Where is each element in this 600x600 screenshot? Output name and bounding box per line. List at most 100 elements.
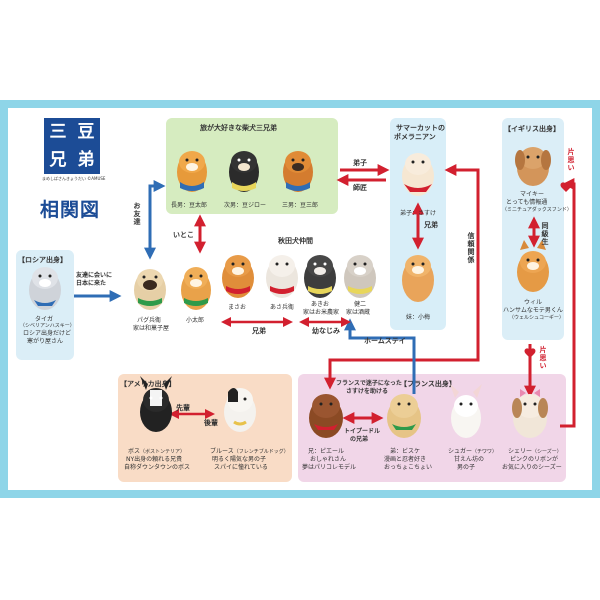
heart-icon bbox=[560, 182, 572, 192]
russia-title: 【ロシア出身】 bbox=[18, 256, 67, 264]
dog-koume bbox=[402, 255, 434, 302]
heart-icon bbox=[524, 348, 536, 358]
arrow-homestay bbox=[344, 318, 416, 394]
rel-deshi: 弟子 bbox=[353, 159, 367, 167]
label-bisque: 弟：ビスケ bbox=[390, 448, 421, 455]
label-will: ウィル bbox=[524, 299, 543, 306]
dog-saburo bbox=[283, 151, 313, 192]
note-bisque-2: おっちょこちょい bbox=[384, 464, 433, 471]
logo-char: 弟 bbox=[77, 150, 95, 170]
label-jiro: 次男：豆ジロー bbox=[224, 202, 267, 209]
label-taiga: タイガ bbox=[35, 316, 54, 323]
dog-pug bbox=[134, 269, 166, 310]
logo-char: 豆 bbox=[77, 122, 95, 142]
boss-breed: （ボストンテリア） bbox=[140, 449, 186, 455]
dog-bisque bbox=[387, 394, 421, 438]
label-mametaro: 長男：豆太郎 bbox=[171, 202, 208, 209]
label-mikey: マイキー bbox=[520, 191, 545, 198]
rel-itoko: いとこ bbox=[173, 231, 194, 239]
diagram-title: 相関図 bbox=[40, 199, 101, 221]
bruce-name: ブルース bbox=[210, 448, 234, 455]
rel-kohai: 後輩 bbox=[204, 419, 218, 427]
rel-kataomoi-1: 片思い bbox=[567, 148, 575, 172]
shirley-name: シェリー bbox=[508, 448, 533, 455]
sugar-breed: （チワワ） bbox=[472, 449, 498, 455]
dog-sasuke bbox=[402, 153, 434, 196]
note-sugar-2: 男の子 bbox=[457, 464, 476, 471]
note-mikey-1: とっても情報通 bbox=[506, 199, 548, 206]
note-boss-1: NY出身の頼れる兄貴 bbox=[126, 456, 183, 463]
note-taiga-3: 寒がり屋さん bbox=[27, 338, 64, 345]
note-will-1: ハンサムなモテ男くん bbox=[503, 307, 563, 314]
rel-shisho: 師匠 bbox=[353, 184, 367, 192]
rel-poms-siblings: 兄弟 bbox=[424, 221, 438, 229]
uk-title: 【イギリス出身】 bbox=[504, 125, 560, 133]
arrow-kataomoi-1 bbox=[560, 178, 576, 428]
dog-kenji bbox=[344, 255, 376, 298]
rel-kataomoi-2: 片思い bbox=[539, 346, 547, 370]
note-pierre-1: おしゃれさん bbox=[310, 456, 347, 463]
shirley-breed: （シーズー） bbox=[532, 449, 562, 455]
dog-asahyoe bbox=[266, 255, 298, 298]
dog-pierre bbox=[309, 394, 343, 438]
dog-shirley bbox=[512, 389, 548, 438]
label-masao: まさお bbox=[228, 304, 247, 311]
dog-akio bbox=[304, 255, 336, 298]
label-pug: パグ兵衛 bbox=[137, 317, 162, 324]
note-shirley-1: ピンクのリボンが bbox=[510, 456, 559, 463]
note-pierre-2: 夢はパリコレモデル bbox=[302, 464, 357, 471]
pomeranian-title-2: ポメラニアン bbox=[394, 133, 436, 141]
note-bisque-1: 漫画と忍者好き bbox=[384, 456, 427, 463]
rel-france-help-2: さすけを助ける bbox=[346, 388, 389, 395]
logo-char: 三 bbox=[49, 122, 67, 142]
label-bruce: ブルース（フレンチブルドッグ） bbox=[210, 448, 289, 456]
rel-shinrai: 信頼関係 bbox=[467, 232, 475, 264]
dog-masao bbox=[222, 255, 254, 298]
logo-subtitle: まめしばさんきょうだい ©AMUSE bbox=[42, 176, 106, 181]
rel-dokyusei: 同級生 bbox=[541, 222, 549, 246]
rel-otomodachi: お友達 bbox=[133, 202, 141, 226]
rel-nihon: 日本に来た bbox=[76, 280, 107, 287]
dog-mikey bbox=[515, 147, 551, 186]
note-shirley-2: お気に入りのシーズー bbox=[502, 464, 562, 471]
rel-senpai: 先輩 bbox=[176, 404, 190, 412]
label-sugar: シュガー（チワワ） bbox=[448, 448, 497, 456]
label-sasuke: 弟子：さすけ bbox=[400, 210, 437, 217]
arrow-shinrai bbox=[324, 164, 480, 390]
note-taiga-2: ロシア出身だけど bbox=[23, 330, 72, 337]
note-pug: 家は和菓子屋 bbox=[133, 325, 170, 332]
shiba-title: 旅が大好きな柴犬三兄弟 bbox=[200, 124, 277, 132]
dog-bruce bbox=[224, 388, 256, 432]
label-kotaro: 小太郎 bbox=[186, 317, 205, 324]
note-boss-2: 自称ダウンタウンのボス bbox=[124, 464, 191, 471]
rel-toy-poodle-1: トイプードル bbox=[344, 428, 381, 435]
dog-kotaro bbox=[181, 267, 211, 310]
note-akio: 家はお米農家 bbox=[303, 309, 340, 316]
logo: 三 豆 兄 弟 bbox=[44, 118, 100, 174]
dog-will bbox=[517, 240, 549, 292]
dog-sugar bbox=[450, 384, 482, 438]
label-pierre: 兄：ピエール bbox=[308, 448, 345, 455]
label-akio: あきお bbox=[311, 301, 330, 308]
rel-france-help-1: フランスで迷子になった bbox=[336, 380, 402, 387]
label-koume: 妹：小梅 bbox=[406, 314, 431, 321]
logo-char: 兄 bbox=[49, 150, 67, 170]
rel-osananajimi: 幼なじみ bbox=[312, 327, 340, 335]
sugar-name: シュガー bbox=[448, 448, 473, 455]
boss-name: ボス bbox=[128, 448, 141, 455]
bruce-breed: （フレンチブルドッグ） bbox=[233, 449, 289, 455]
note-kenji: 家は酒蔵 bbox=[346, 309, 371, 316]
label-boss: ボス（ボストンテリア） bbox=[128, 448, 185, 456]
note-taiga-1: （シベリアンハスキー） bbox=[20, 323, 75, 329]
rel-akita-brothers: 兄弟 bbox=[252, 327, 266, 335]
note-bruce-2: スパイに憧れている bbox=[214, 464, 268, 471]
rel-tomodachi: 友達に会いに bbox=[76, 272, 113, 279]
pomeranian-title-1: サマーカットの bbox=[396, 124, 445, 132]
dog-boss bbox=[140, 376, 172, 432]
note-sugar-1: 甘えん坊の bbox=[454, 456, 485, 463]
akita-title: 秋田犬仲間 bbox=[278, 237, 313, 245]
dog-mametaro bbox=[177, 151, 207, 192]
rel-toy-poodle-2: の兄弟 bbox=[350, 436, 369, 443]
